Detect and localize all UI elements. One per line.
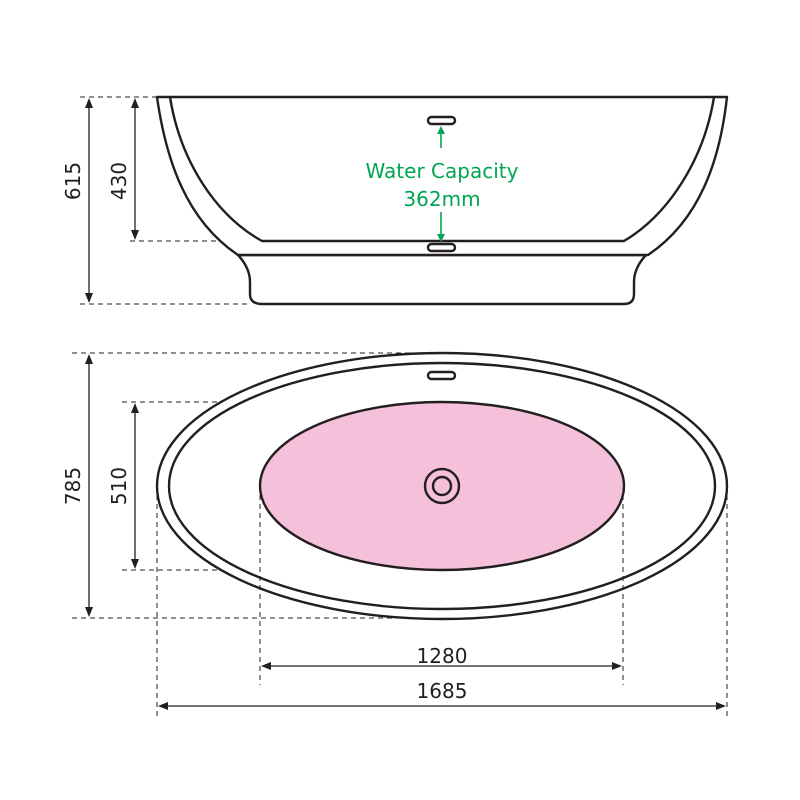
capacity-arrowhead-bottom [437, 234, 445, 242]
dim-arrow [131, 230, 139, 240]
waste-icon [426, 242, 457, 253]
plan-view: 785 510 1280 1685 [61, 351, 729, 716]
side-elevation: Water Capacity 362mm 615 430 [61, 95, 729, 306]
waste-inner-icon [431, 475, 453, 497]
inner-length-label: 1280 [417, 644, 468, 668]
tub-plinth [236, 253, 648, 306]
overflow-icon [426, 115, 457, 126]
internal-depth-label: 430 [107, 162, 131, 200]
inner-width-label: 510 [107, 467, 131, 505]
dim-arrow [85, 607, 93, 617]
dim-arrow [85, 98, 93, 108]
dim-arrow [85, 354, 93, 364]
outer-length-label: 1685 [417, 679, 468, 703]
dim-arrow [716, 702, 726, 710]
dim-arrow [131, 98, 139, 108]
dim-arrow [131, 559, 139, 569]
dim-arrow [158, 702, 168, 710]
dim-arrow [131, 403, 139, 413]
capacity-title: Water Capacity [366, 159, 519, 183]
capacity-value: 362mm [403, 187, 480, 211]
tub-rim-inner [167, 361, 717, 611]
overflow-icon [426, 370, 457, 381]
dim-arrow [261, 662, 271, 670]
tub-shell-side [155, 95, 729, 257]
capacity-arrowhead-top [437, 126, 445, 134]
tub-inner-wall [168, 95, 716, 243]
dim-arrow [612, 662, 622, 670]
outer-width-label: 785 [61, 467, 85, 505]
dim-arrow [85, 293, 93, 303]
total-height-label: 615 [61, 162, 85, 200]
